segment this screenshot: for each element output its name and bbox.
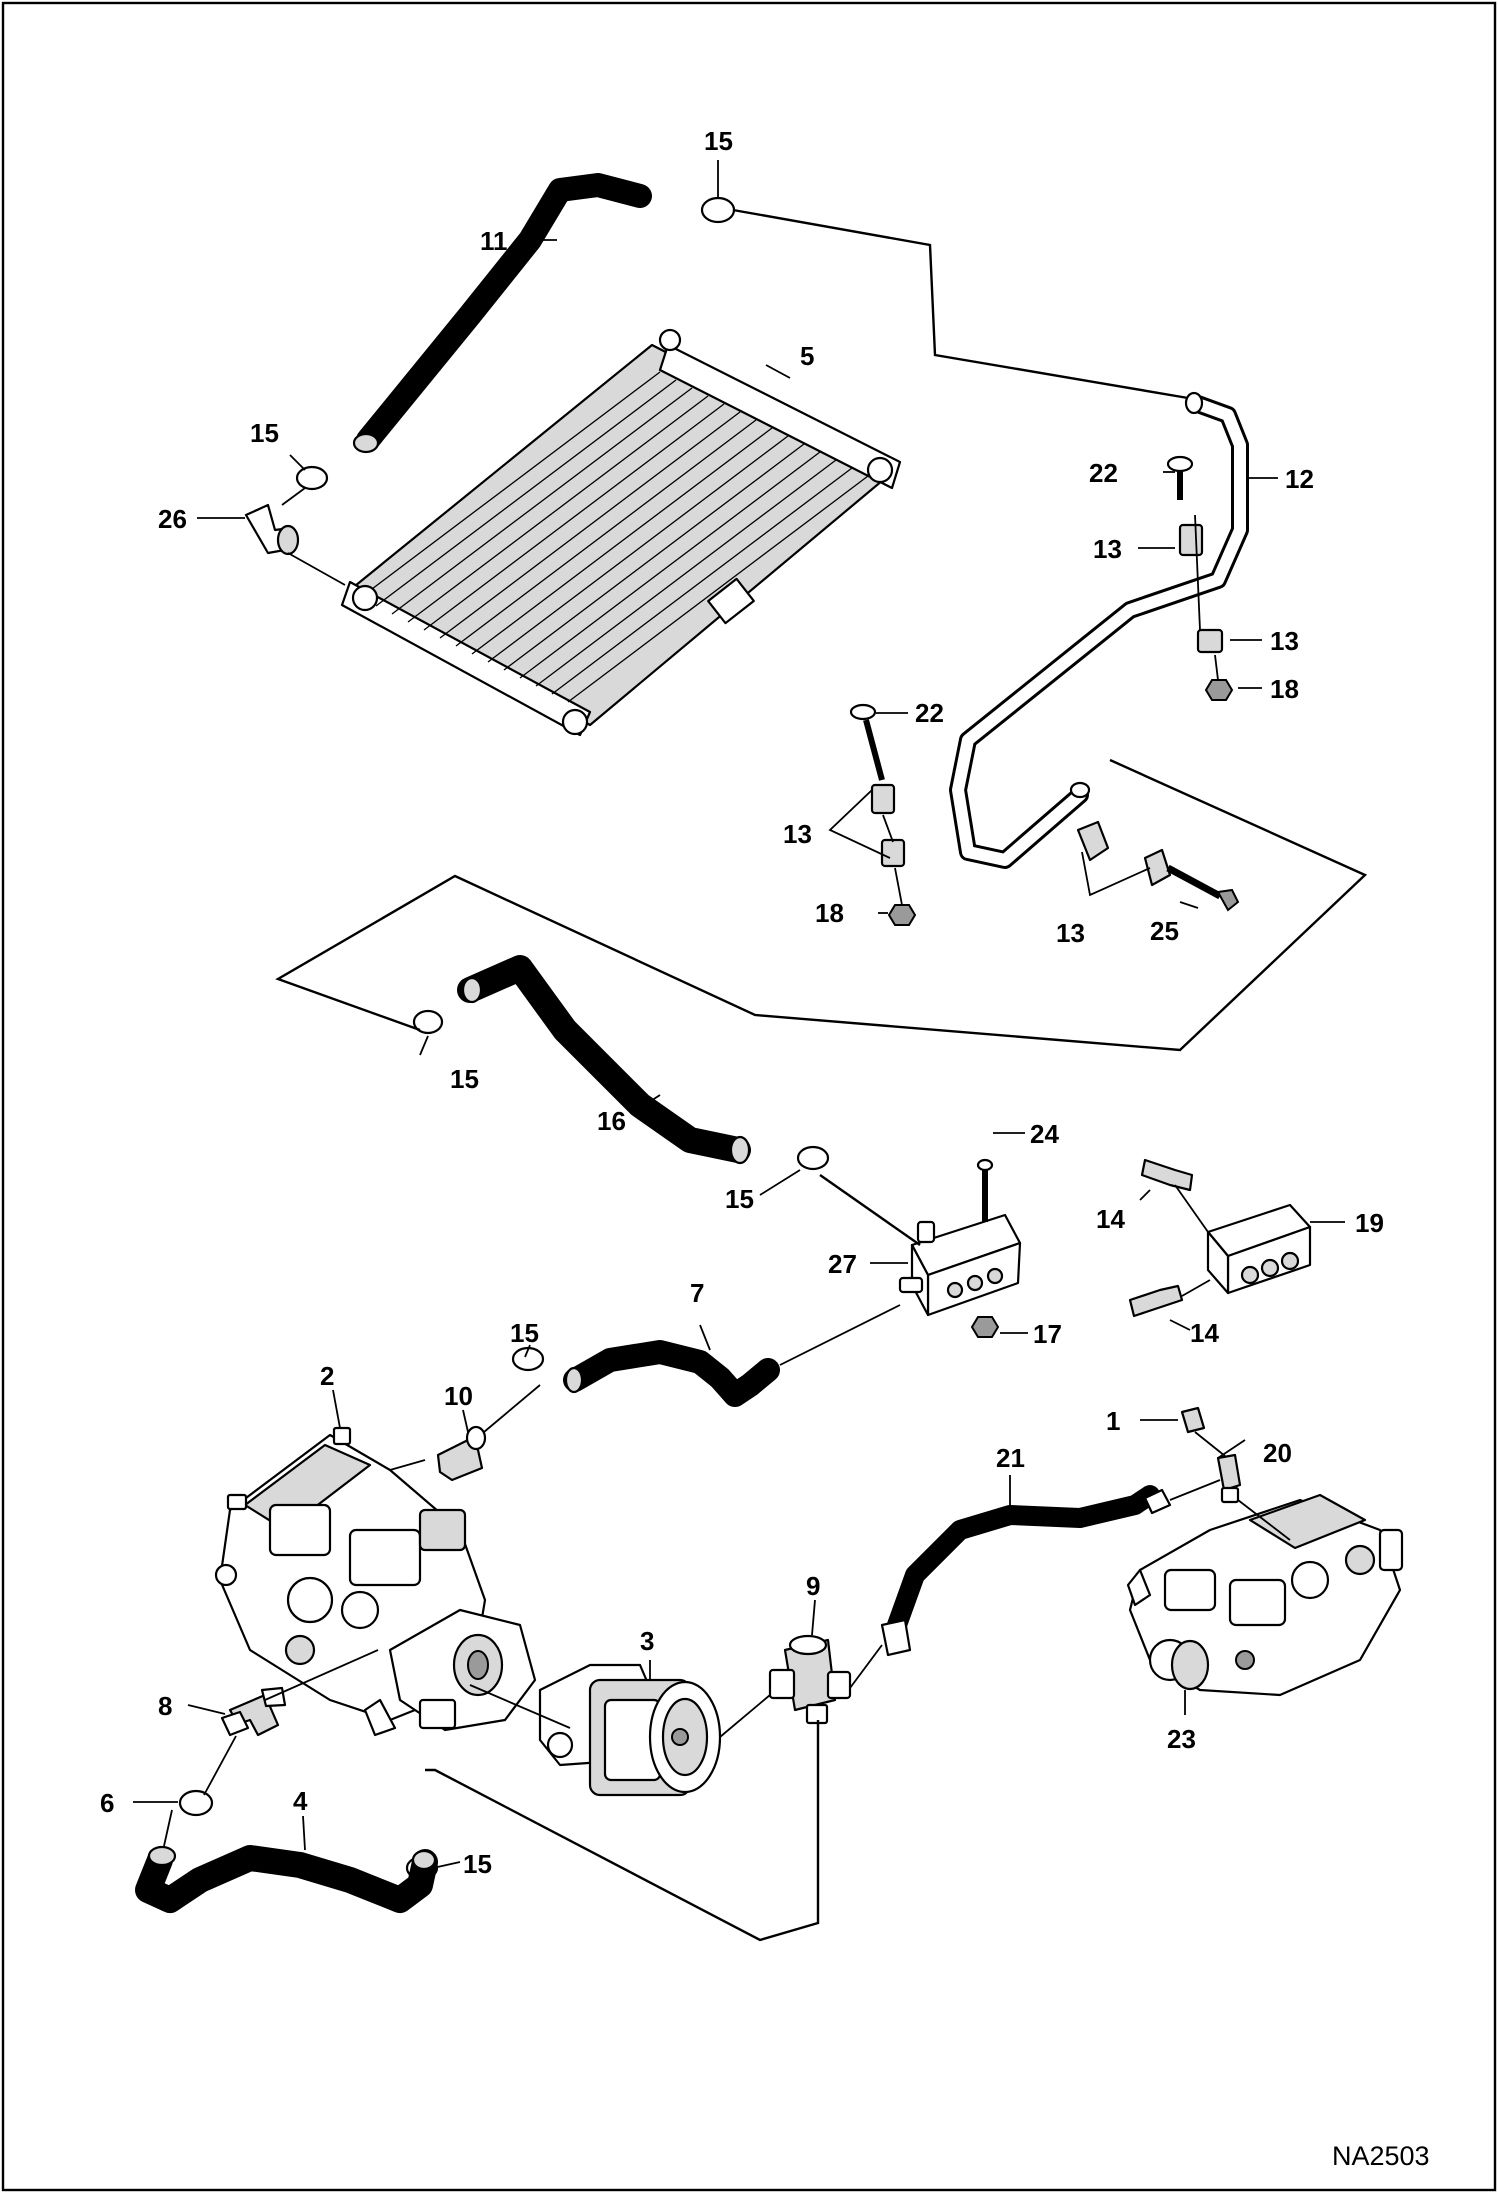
valve-block-19 bbox=[1128, 1158, 1312, 1318]
callout-15: 15 bbox=[250, 418, 279, 448]
elbow-fitting-8 bbox=[220, 1686, 287, 1737]
hose-16 bbox=[457, 955, 751, 1163]
callout-15: 15 bbox=[725, 1184, 754, 1214]
callout-14: 14 bbox=[1096, 1204, 1125, 1234]
hose-clamp-6 bbox=[178, 1789, 214, 1817]
hose-4 bbox=[135, 1845, 438, 1913]
callout-20: 20 bbox=[1263, 1438, 1292, 1468]
callout-7: 7 bbox=[690, 1278, 704, 1308]
callout-13: 13 bbox=[783, 819, 812, 849]
callout-10: 10 bbox=[444, 1381, 473, 1411]
hose-11 bbox=[356, 173, 652, 452]
callout-23: 23 bbox=[1167, 1724, 1196, 1754]
callout-24: 24 bbox=[1030, 1119, 1059, 1149]
callout-5: 5 bbox=[800, 341, 814, 371]
callout-8: 8 bbox=[158, 1691, 172, 1721]
callout-15: 15 bbox=[510, 1318, 539, 1348]
callout-18: 18 bbox=[815, 898, 844, 928]
elbow-fitting-26 bbox=[244, 503, 300, 556]
callout-21: 21 bbox=[996, 1443, 1025, 1473]
callout-13: 13 bbox=[1270, 626, 1299, 656]
connection-lines bbox=[163, 208, 1368, 1942]
callout-18: 18 bbox=[1270, 674, 1299, 704]
tube-clamp-hardware bbox=[849, 455, 1240, 926]
callout-13: 13 bbox=[1056, 918, 1085, 948]
valve-block-27 bbox=[898, 1158, 1022, 1338]
hose-7 bbox=[563, 1340, 780, 1407]
callout-22: 22 bbox=[915, 698, 944, 728]
callout-19: 19 bbox=[1355, 1208, 1384, 1238]
drive-valve-assembly bbox=[1126, 1493, 1404, 1697]
hydrostatic-pump bbox=[214, 1426, 537, 1737]
callout-leaders bbox=[133, 160, 1345, 1869]
callout-25: 25 bbox=[1150, 916, 1179, 946]
cap-1 bbox=[1180, 1406, 1206, 1434]
callout-14: 14 bbox=[1190, 1318, 1219, 1348]
callout-6: 6 bbox=[100, 1788, 114, 1818]
diagram-reference-code: NA2503 bbox=[1332, 2141, 1430, 2171]
callout-12: 12 bbox=[1285, 464, 1314, 494]
tee-fitting-9 bbox=[768, 1634, 852, 1725]
callout-11: 11 bbox=[480, 226, 508, 256]
callout-4: 4 bbox=[293, 1786, 308, 1816]
callout-3: 3 bbox=[640, 1626, 654, 1656]
callout-13: 13 bbox=[1093, 534, 1122, 564]
callout-1: 1 bbox=[1106, 1406, 1120, 1436]
callout-27: 27 bbox=[828, 1249, 857, 1279]
callout-15: 15 bbox=[450, 1064, 479, 1094]
callout-2: 2 bbox=[320, 1361, 334, 1391]
hose-21 bbox=[887, 1485, 1160, 1635]
gear-pump bbox=[538, 1663, 722, 1797]
callout-22: 22 bbox=[1089, 458, 1118, 488]
fitting-10 bbox=[436, 1425, 487, 1482]
callout-15: 15 bbox=[704, 126, 733, 156]
callout-16: 16 bbox=[597, 1106, 626, 1136]
oil-cooler bbox=[340, 328, 902, 737]
callout-17: 17 bbox=[1033, 1319, 1062, 1349]
callout-26: 26 bbox=[158, 504, 187, 534]
callout-15: 15 bbox=[463, 1849, 492, 1879]
callout-9: 9 bbox=[806, 1571, 820, 1601]
fitting-20 bbox=[1216, 1453, 1242, 1504]
